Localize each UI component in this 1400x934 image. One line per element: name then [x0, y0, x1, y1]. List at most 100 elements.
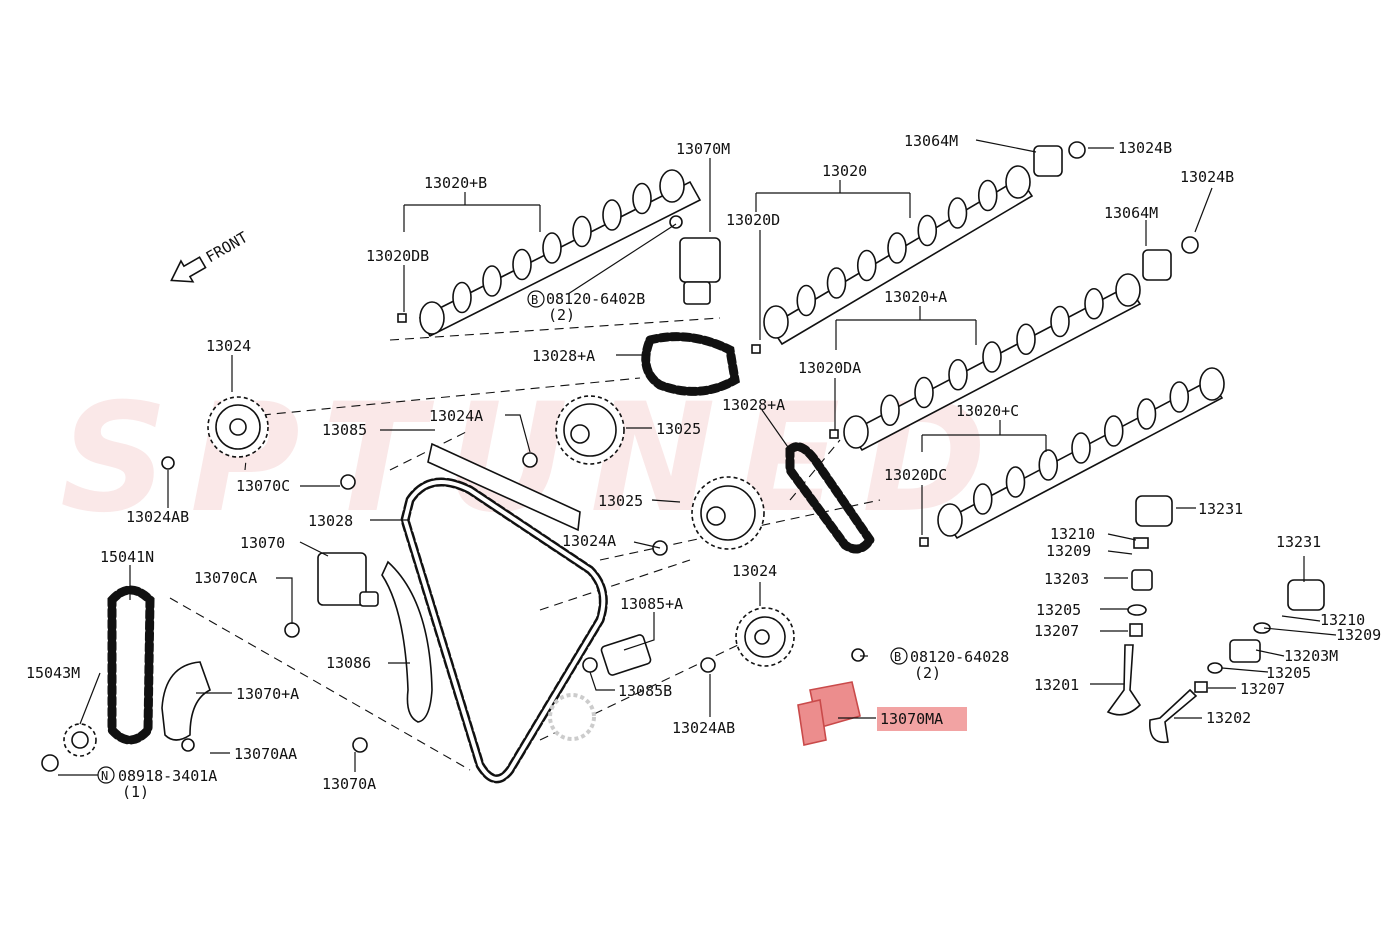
- cam-lobe: [917, 214, 938, 247]
- cam-lobe: [887, 232, 907, 264]
- nut-symbol-n: N: [101, 769, 108, 783]
- label-13020C[interactable]: 13020+C: [956, 402, 1019, 420]
- label-13070CA[interactable]: 13070CA: [194, 569, 257, 587]
- bolt-symbol-b2: B: [894, 650, 901, 664]
- front-direction-indicator: FRONT: [170, 228, 251, 283]
- label-13024B-b[interactable]: 13024B: [1180, 168, 1234, 186]
- cam-lobe: [1071, 432, 1091, 464]
- tensioner-arm-13070A: [161, 661, 211, 741]
- cam-lobe: [826, 267, 847, 299]
- camshaft-13020B: [418, 169, 702, 338]
- label-13205-b[interactable]: 13205: [1266, 664, 1311, 682]
- cam-lobe: [856, 249, 877, 282]
- label-13020DA[interactable]: 13020DA: [798, 359, 861, 377]
- label-13070AA[interactable]: 13070AA: [234, 745, 297, 763]
- label-13210-a[interactable]: 13210: [1050, 525, 1095, 543]
- cam-lobe: [982, 341, 1002, 373]
- sprocket-13025-upper: [555, 395, 625, 465]
- label-nut-08918-3401A[interactable]: 08918-3401A: [118, 767, 217, 785]
- label-13086[interactable]: 13086: [326, 654, 371, 672]
- label-13024-a[interactable]: 13024: [206, 337, 251, 355]
- label-13070[interactable]: 13070: [240, 534, 285, 552]
- label-bolt-qty-b: (2): [914, 664, 941, 682]
- label-13028[interactable]: 13028: [308, 512, 353, 530]
- label-13024-b[interactable]: 13024: [732, 562, 777, 580]
- label-13207-b[interactable]: 13207: [1240, 680, 1285, 698]
- label-13024B-a[interactable]: 13024B: [1118, 139, 1172, 157]
- sprocket-13025-lower: [691, 476, 765, 550]
- label-13020[interactable]: 13020: [822, 162, 867, 180]
- label-13025-a[interactable]: 13025: [656, 420, 701, 438]
- front-label: FRONT: [203, 228, 251, 266]
- cam-lobe: [632, 182, 652, 215]
- cam-lobe: [542, 232, 562, 264]
- cam-lobe: [914, 376, 934, 409]
- label-13024AB-a[interactable]: 13024AB: [126, 508, 189, 526]
- label-13064M-b[interactable]: 13064M: [1104, 204, 1158, 222]
- label-13020DB[interactable]: 13020DB: [366, 247, 429, 265]
- chain-13028: [400, 477, 608, 784]
- label-13203[interactable]: 13203: [1044, 570, 1089, 588]
- cam-lobe: [1084, 287, 1104, 320]
- label-13025-b[interactable]: 13025: [598, 492, 643, 510]
- label-13210-b[interactable]: 13210: [1320, 611, 1365, 629]
- nut-symbol-n-icon: [97, 766, 115, 784]
- label-13024A-a[interactable]: 13024A: [429, 407, 483, 425]
- label-13202[interactable]: 13202: [1206, 709, 1251, 727]
- label-13020D[interactable]: 13020D: [726, 211, 780, 229]
- label-13085B[interactable]: 13085B: [618, 682, 672, 700]
- front-arrow-icon: [170, 256, 207, 283]
- label-bolt-08120-64028[interactable]: 08120-64028: [910, 648, 1009, 666]
- label-13020A[interactable]: 13020+A: [884, 288, 947, 306]
- label-13203M[interactable]: 13203M: [1284, 647, 1338, 665]
- label-13020B[interactable]: 13020+B: [424, 174, 487, 192]
- bolt-symbol-b2-icon: [890, 647, 908, 665]
- label-13064M-a[interactable]: 13064M: [904, 132, 958, 150]
- label-13070-plus-A[interactable]: 13070+A: [236, 685, 299, 703]
- label-13201[interactable]: 13201: [1034, 676, 1079, 694]
- cam-lobes: [452, 179, 1190, 515]
- label-13070M[interactable]: 13070M: [676, 140, 730, 158]
- label-13070MA[interactable]: 13070MA: [880, 710, 943, 728]
- label-13231-b[interactable]: 13231: [1276, 533, 1321, 551]
- tensioner-13070MA-highlighted[interactable]: [797, 681, 861, 746]
- highlight-box-13070MA: [877, 707, 967, 731]
- cam-lobe: [947, 197, 968, 229]
- bolts: [41, 141, 1199, 772]
- label-13070A[interactable]: 13070A: [322, 775, 376, 793]
- label-13020DC[interactable]: 13020DC: [884, 466, 947, 484]
- label-13205-a[interactable]: 13205: [1036, 601, 1081, 619]
- label-15041N[interactable]: 15041N: [100, 548, 154, 566]
- bolt-symbol-b-icon: [527, 290, 545, 308]
- label-13207-a[interactable]: 13207: [1034, 622, 1079, 640]
- label-15043M[interactable]: 15043M: [26, 664, 80, 682]
- guide-13085A: [600, 634, 652, 676]
- cam-lobe: [1050, 305, 1070, 338]
- label-13028A-a[interactable]: 13028+A: [532, 347, 595, 365]
- sprocket-13024-lower: [735, 607, 795, 667]
- label-13209-a[interactable]: 13209: [1046, 542, 1091, 560]
- chain-13028A-upper: [641, 332, 740, 396]
- cam-lobe: [482, 265, 502, 297]
- sprocket-13024-upper: [207, 396, 269, 458]
- label-bolt-qty-a: (2): [548, 306, 575, 324]
- label-13028A-b[interactable]: 13028+A: [722, 396, 785, 414]
- sprocket-crank-ghost: [548, 693, 596, 741]
- label-13024A-b[interactable]: 13024A: [562, 532, 616, 550]
- label-13231-a[interactable]: 13231: [1198, 500, 1243, 518]
- label-nut-qty: (1): [122, 783, 149, 801]
- label-13024AB-b[interactable]: 13024AB: [672, 719, 735, 737]
- label-13070C[interactable]: 13070C: [236, 477, 290, 495]
- label-bolt-08120-6402B[interactable]: 08120-6402B: [546, 290, 645, 308]
- guide-13086: [381, 560, 433, 723]
- label-13209-b[interactable]: 13209: [1336, 626, 1381, 644]
- label-13085[interactable]: 13085: [322, 421, 367, 439]
- cam-lobe: [796, 284, 817, 317]
- leader-lines: [58, 139, 1337, 776]
- label-13085A[interactable]: 13085+A: [620, 595, 683, 613]
- cam-lobe: [977, 179, 998, 212]
- cam-lobe: [1005, 466, 1026, 498]
- cam-lobe: [1103, 415, 1124, 447]
- cam-lobe: [512, 248, 532, 281]
